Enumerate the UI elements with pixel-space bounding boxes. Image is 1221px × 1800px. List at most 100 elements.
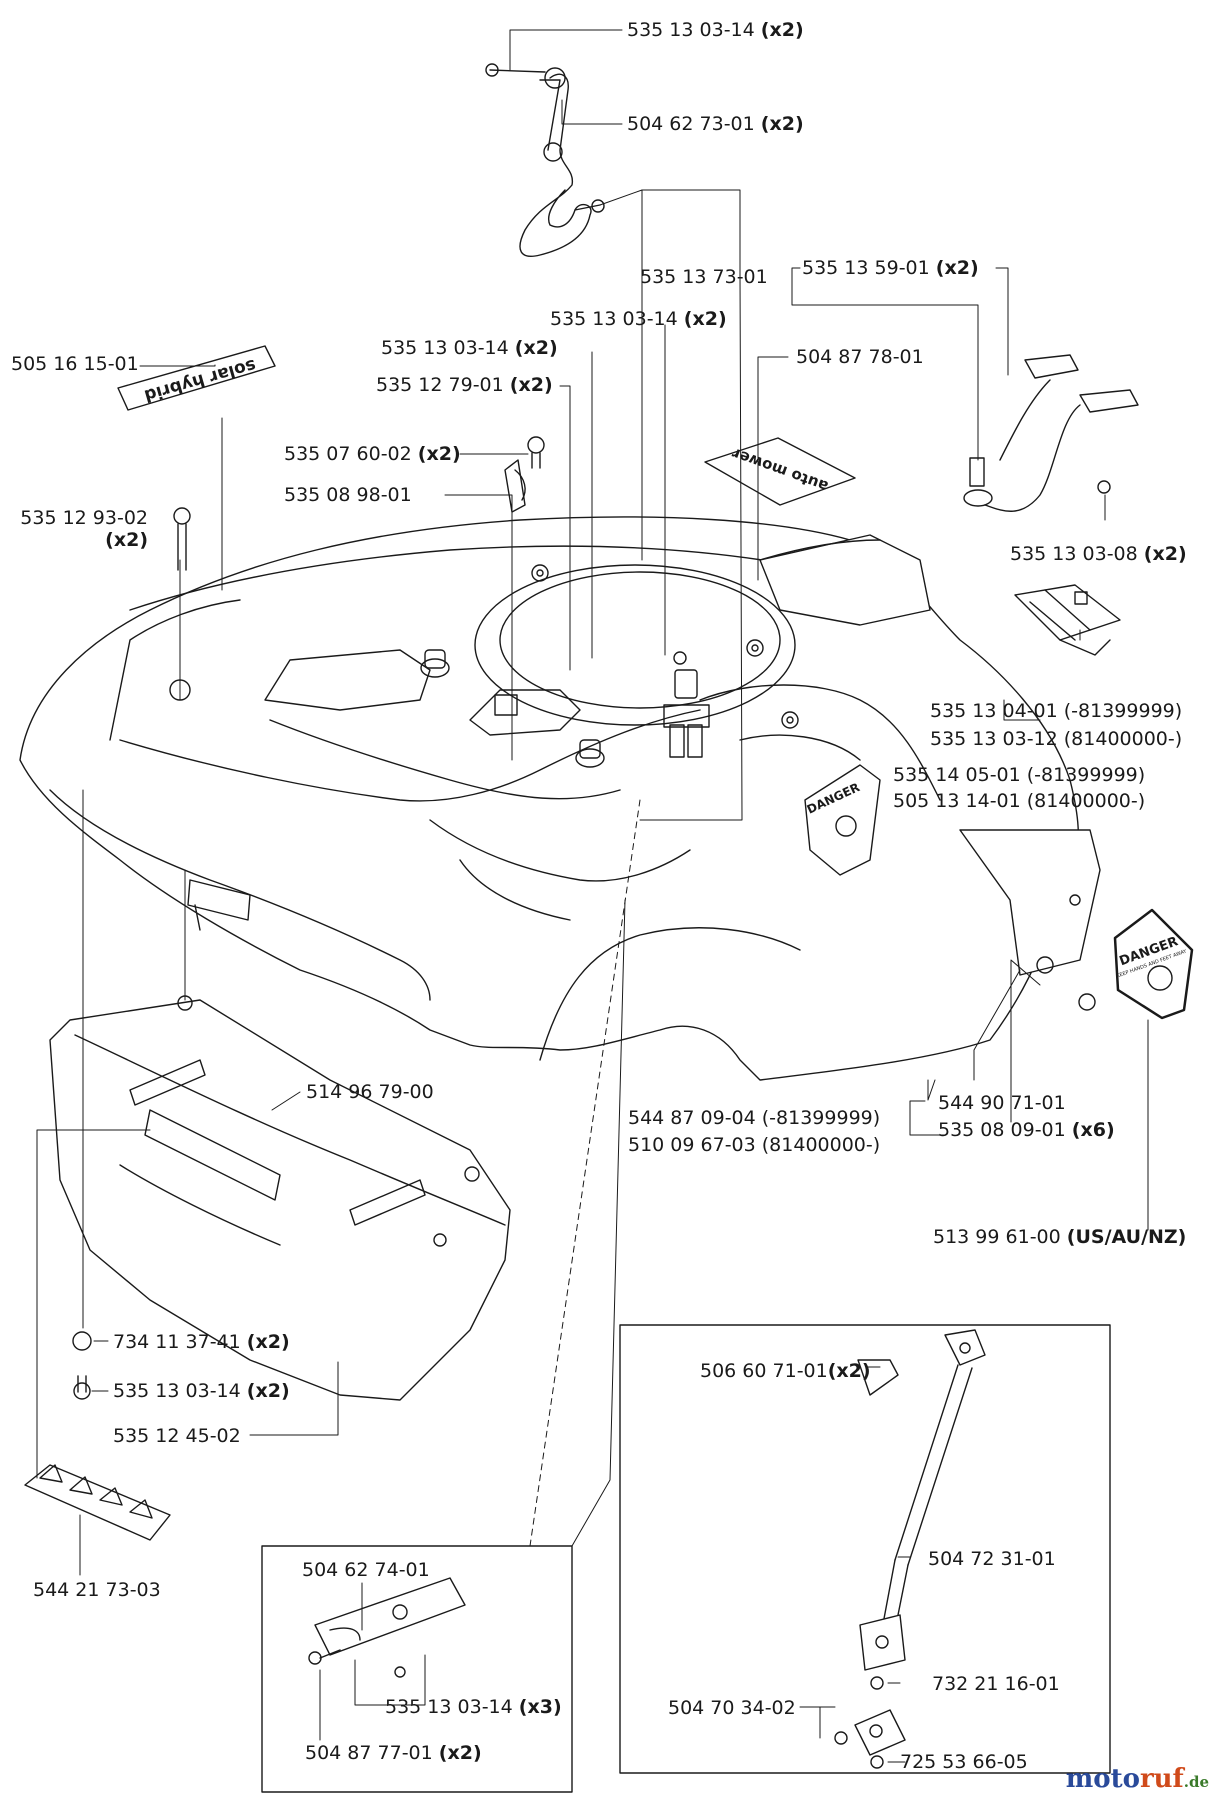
part-label-535-13-03-12: 535 13 03-12 (81400000-) — [930, 728, 1182, 750]
part-number: 535 13 03-14 — [381, 337, 509, 359]
carry-handle — [485, 63, 605, 257]
part-number: 535 12 79-01 — [376, 374, 504, 396]
part-label-535-13-03-14-mid: 535 13 03-14 (x2) — [381, 337, 558, 359]
part-label-535-12-45-02: 535 12 45-02 — [113, 1425, 241, 1447]
part-number: 535 13 73-01 — [640, 266, 768, 288]
part-label-725-53-66-05: 725 53 66-05 — [900, 1751, 1028, 1773]
warning-strip-decal — [24, 1464, 171, 1541]
part-qty: (x2) — [760, 19, 804, 41]
part-qty: (x2) — [1143, 543, 1187, 565]
part-number: 513 99 61-00 — [933, 1226, 1061, 1248]
part-qty: (x2) — [827, 1360, 871, 1382]
part-label-535-13-03-14-top: 535 13 03-14 (x2) — [550, 308, 727, 330]
part-label-506-60-71-01: 506 60 71-01(x2) — [700, 1360, 871, 1382]
part-number: 535 13 03-12 (81400000-) — [930, 728, 1183, 750]
part-label-535-08-98-01: 535 08 98-01 — [284, 484, 412, 506]
part-label-510-09-67-03: 510 09 67-03 (81400000-) — [628, 1134, 880, 1156]
part-label-504-87-77-01: 504 87 77-01 (x2) — [305, 1742, 482, 1764]
part-label-544-87-09-04: 544 87 09-04 (-81399999) — [628, 1107, 880, 1129]
part-label-535-12-93-02: 535 12 93-02(x2) — [14, 507, 148, 551]
part-number: 535 14 05-01 (-81399999) — [893, 764, 1146, 786]
part-number: 734 11 37-41 — [113, 1331, 241, 1353]
part-number: 535 13 03-14 — [550, 308, 678, 330]
part-label-505-13-14-01: 505 13 14-01 (81400000-) — [893, 790, 1145, 812]
part-qty: (x2) — [438, 1742, 482, 1764]
part-number: 504 72 31-01 — [928, 1548, 1056, 1570]
part-qty: (x2) — [246, 1380, 290, 1402]
part-qty: (x2) — [760, 113, 804, 135]
part-number: 535 13 04-01 (-81399999) — [930, 700, 1183, 722]
cable-harness — [963, 354, 1139, 512]
part-qty: (x2) — [935, 257, 979, 279]
part-number: 504 62 73-01 — [627, 113, 755, 135]
part-label-514-96-79-00: 514 96 79-00 — [306, 1081, 434, 1103]
body-shell — [19, 516, 1101, 1081]
solar-hybrid-decal — [117, 345, 276, 411]
part-number: 535 13 03-14 — [627, 19, 755, 41]
part-qty: (x3) — [518, 1696, 562, 1718]
part-number: 535 07 60-02 — [284, 443, 412, 465]
part-number: 544 21 73-03 — [33, 1579, 161, 1601]
part-label-535-08-09-01: 535 08 09-01 (x6) — [938, 1119, 1115, 1141]
watermark-part-c: .de — [1183, 1773, 1209, 1791]
part-number: 535 13 03-08 — [1010, 543, 1138, 565]
part-label-535-13-03-14-hinge: 535 13 03-14 (x3) — [385, 1696, 562, 1718]
watermark-logo: motoruf.de — [1066, 1764, 1209, 1794]
part-qty: (x2) — [417, 443, 461, 465]
part-qty: (US/AU/NZ) — [1066, 1226, 1187, 1248]
part-number: 535 12 93-02 — [20, 507, 148, 529]
part-number: 544 90 71-01 — [938, 1092, 1066, 1114]
part-number: 514 96 79-00 — [306, 1081, 434, 1103]
part-number: 535 08 09-01 — [938, 1119, 1066, 1141]
part-number: 725 53 66-05 — [900, 1751, 1028, 1773]
inset-gas-strut — [619, 1324, 1111, 1774]
part-qty: (x2) — [509, 374, 553, 396]
leader-lines — [36, 29, 1149, 1763]
part-number: 535 13 59-01 — [802, 257, 930, 279]
part-label-513-99-61-00: 513 99 61-00 (US/AU/NZ) — [933, 1226, 1186, 1248]
part-number: 506 60 71-01 — [700, 1360, 828, 1382]
part-number: 544 87 09-04 (-81399999) — [628, 1107, 881, 1129]
part-qty: (x2) — [246, 1331, 290, 1353]
part-label-544-21-73-03: 544 21 73-03 — [33, 1579, 161, 1601]
front-bumper — [49, 995, 511, 1401]
watermark-part-b: ruf — [1139, 1764, 1184, 1794]
watermark-part-a: moto — [1065, 1764, 1140, 1794]
part-number: 510 09 67-03 (81400000-) — [628, 1134, 881, 1156]
part-label-544-90-71-01: 544 90 71-01 — [938, 1092, 1066, 1114]
part-label-504-62-74-01: 504 62 74-01 — [302, 1559, 430, 1581]
part-number: 504 87 77-01 — [305, 1742, 433, 1764]
screw-parts — [72, 436, 1111, 1400]
clip-part — [504, 459, 526, 513]
part-label-535-12-79-01: 535 12 79-01 (x2) — [376, 374, 553, 396]
part-qty: (x2) — [105, 529, 148, 551]
part-number: 504 62 74-01 — [302, 1559, 430, 1581]
part-label-732-21-16-01: 732 21 16-01 — [932, 1673, 1060, 1695]
part-label-504-70-34-02: 504 70 34-02 — [668, 1697, 796, 1719]
part-label-535-13-59-01: 535 13 59-01 (x2) — [802, 257, 979, 279]
part-label-504-62-73-01: 504 62 73-01 (x2) — [627, 113, 804, 135]
part-number: 535 13 03-14 — [113, 1380, 241, 1402]
part-qty: (x6) — [1071, 1119, 1115, 1141]
part-label-535-13-03-14-bumper: 535 13 03-14 (x2) — [113, 1380, 290, 1402]
part-label-535-14-05-01: 535 14 05-01 (-81399999) — [893, 764, 1145, 786]
part-label-734-11-37-41: 734 11 37-41 (x2) — [113, 1331, 290, 1353]
part-label-535-13-03-14-handle: 535 13 03-14 (x2) — [627, 19, 804, 41]
part-number: 504 87 78-01 — [796, 346, 924, 368]
part-label-535-13-03-08: 535 13 03-08 (x2) — [1010, 543, 1187, 565]
part-label-504-72-31-01: 504 72 31-01 — [928, 1548, 1056, 1570]
automower-decal — [704, 437, 856, 506]
part-qty: (x2) — [683, 308, 727, 330]
part-number: 732 21 16-01 — [932, 1673, 1060, 1695]
part-label-535-07-60-02: 535 07 60-02 (x2) — [284, 443, 461, 465]
inset-hinge — [261, 1545, 573, 1793]
danger-decal — [1113, 908, 1194, 1020]
part-number: 535 13 03-14 — [385, 1696, 513, 1718]
part-label-535-13-73-01: 535 13 73-01 — [640, 266, 768, 288]
hatch-plate — [1014, 584, 1121, 656]
part-number: 535 08 98-01 — [284, 484, 412, 506]
part-qty: (x2) — [514, 337, 558, 359]
part-number: 535 12 45-02 — [113, 1425, 241, 1447]
part-label-535-13-04-01: 535 13 04-01 (-81399999) — [930, 700, 1182, 722]
